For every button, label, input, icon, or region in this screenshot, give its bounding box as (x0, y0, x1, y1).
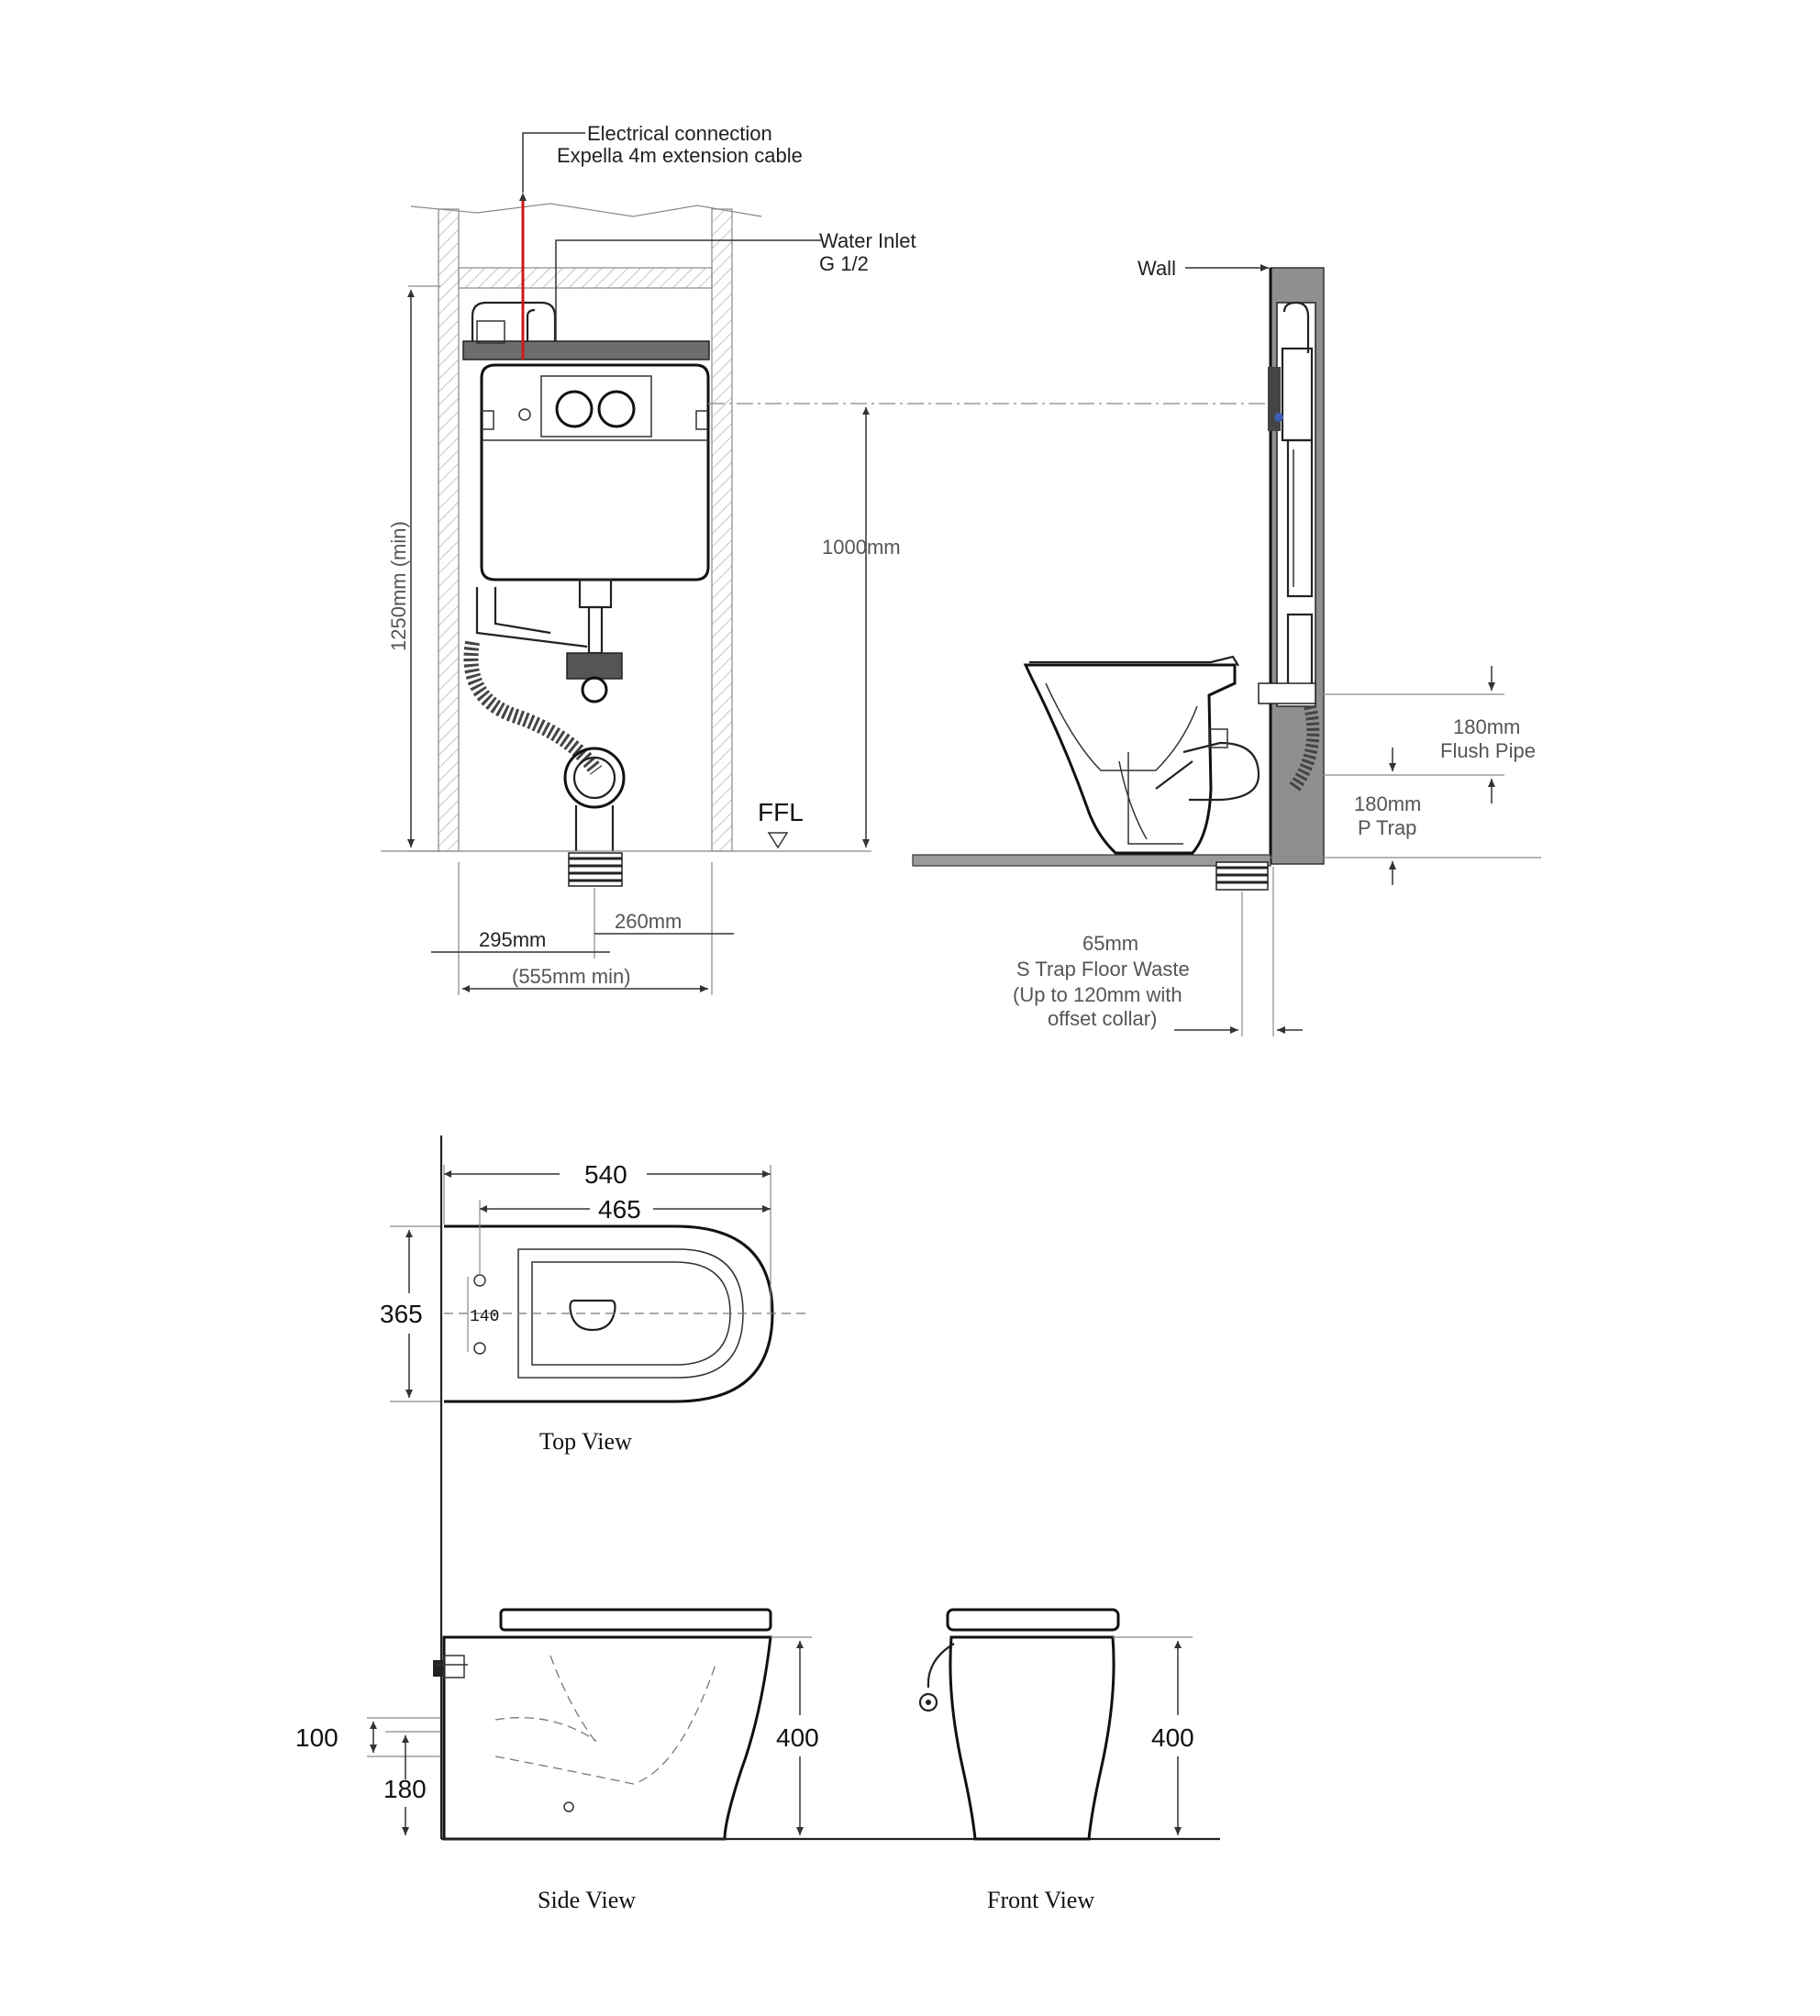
height-min-label: 1250mm (min) (387, 521, 410, 651)
wall-callout: Wall (1138, 257, 1176, 280)
p-trap-value: 180mm (1354, 792, 1421, 815)
s-trap-line4: offset collar) (1048, 1007, 1157, 1030)
top-view (390, 1135, 807, 1839)
top-bowl-length: 465 (598, 1195, 641, 1224)
side-inlet-height: 180 (383, 1775, 427, 1803)
s-trap-line2: S Trap Floor Waste (1016, 958, 1190, 980)
top-view-caption: Top View (539, 1428, 632, 1455)
top-overall-length: 540 (584, 1160, 627, 1189)
installed-side-section (912, 264, 1541, 1036)
flush-pipe-value: 180mm (1453, 715, 1520, 738)
waste-outlet (568, 852, 623, 887)
width-min-label: (555mm min) (512, 965, 631, 988)
button-height-label: 1000mm (822, 536, 901, 559)
left-offset-label: 295mm (479, 928, 546, 951)
ffl-label: FFL (758, 798, 804, 826)
electrical-callout-line1: Electrical connection (587, 122, 772, 145)
water-inlet-callout-line1: Water Inlet (819, 229, 916, 252)
side-view-caption: Side View (538, 1887, 636, 1913)
s-trap-outlet (1215, 861, 1269, 891)
front-view-caption: Front View (987, 1887, 1094, 1913)
side-height: 400 (776, 1723, 819, 1752)
top-width: 365 (380, 1300, 423, 1328)
side-inlet-offset: 100 (295, 1723, 338, 1752)
s-trap-line3: (Up to 120mm with (1013, 983, 1182, 1006)
s-trap-line1: 65mm (1082, 932, 1138, 955)
front-height: 400 (1151, 1723, 1194, 1752)
flush-pipe-label: Flush Pipe (1440, 739, 1536, 762)
cistern-frame-front-view (381, 132, 1275, 995)
water-inlet-callout-line2: G 1/2 (819, 252, 869, 275)
front-view (918, 1608, 1193, 1841)
p-trap-label: P Trap (1358, 816, 1416, 839)
electrical-callout-line2: Expella 4m extension cable (557, 144, 803, 167)
right-offset-label: 260mm (615, 910, 682, 933)
top-bolt-spacing: 140 (470, 1308, 499, 1326)
